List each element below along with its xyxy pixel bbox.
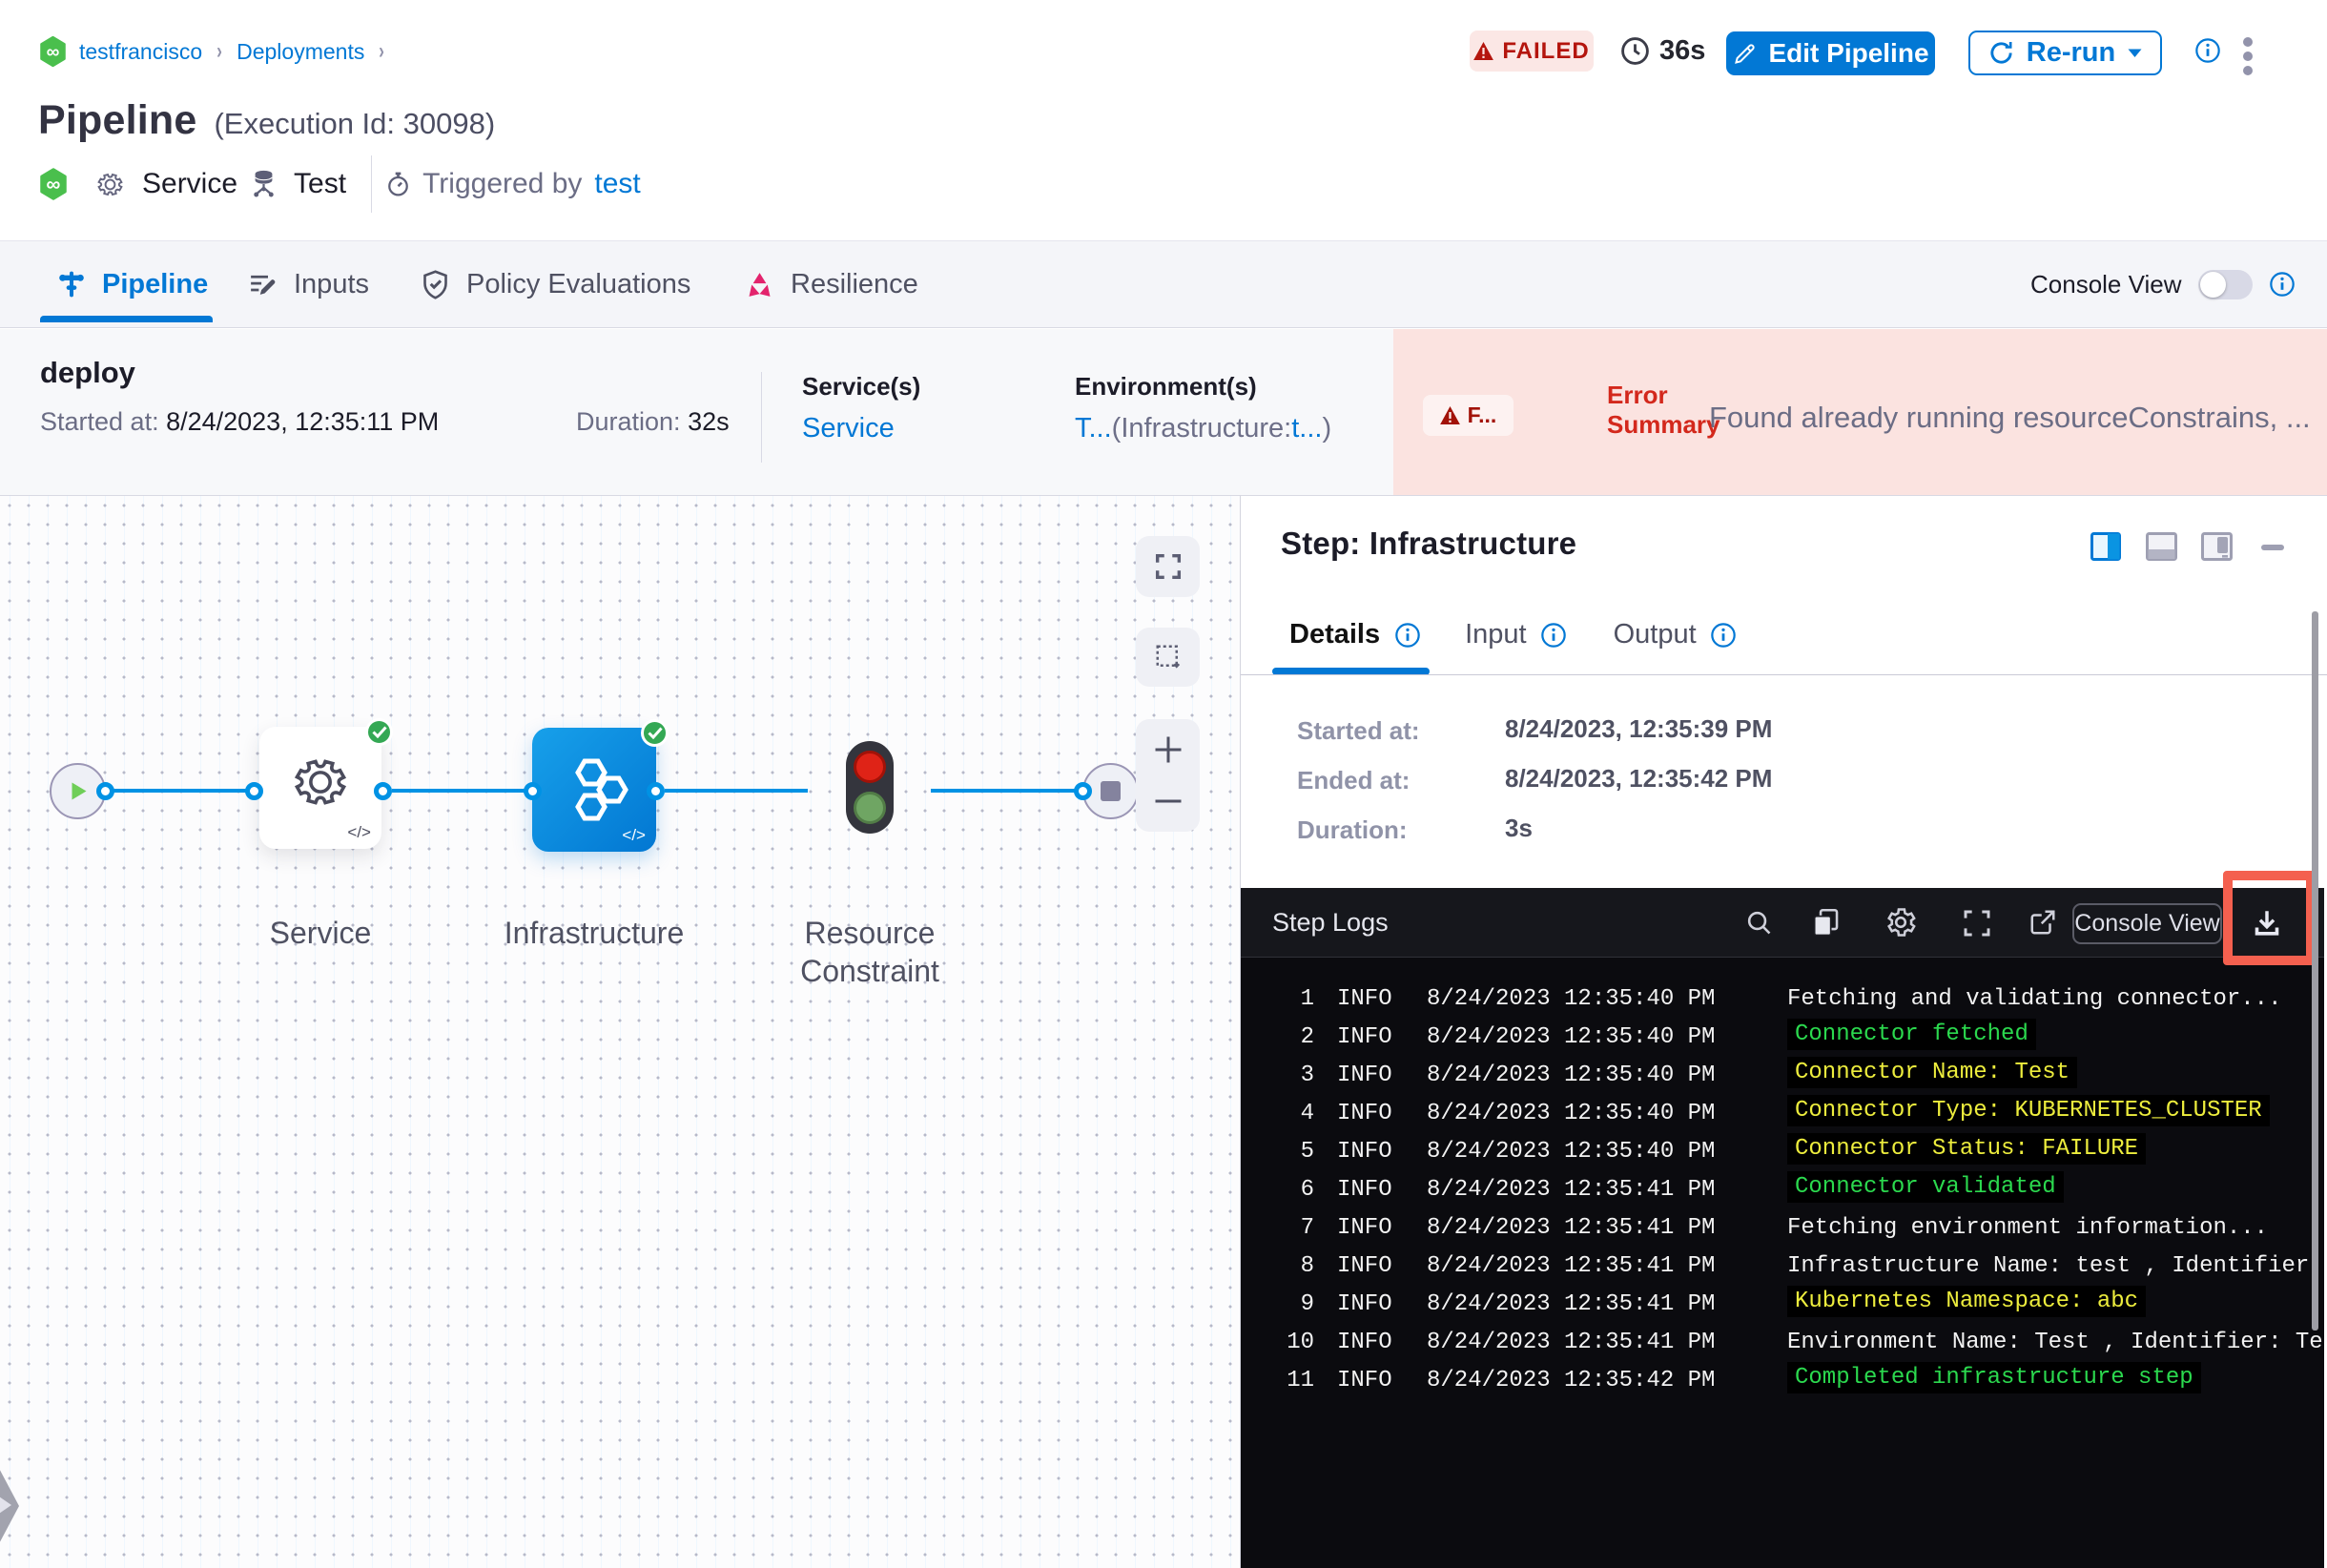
svg-text:∞: ∞: [47, 43, 60, 63]
svg-text:∞: ∞: [47, 174, 61, 196]
